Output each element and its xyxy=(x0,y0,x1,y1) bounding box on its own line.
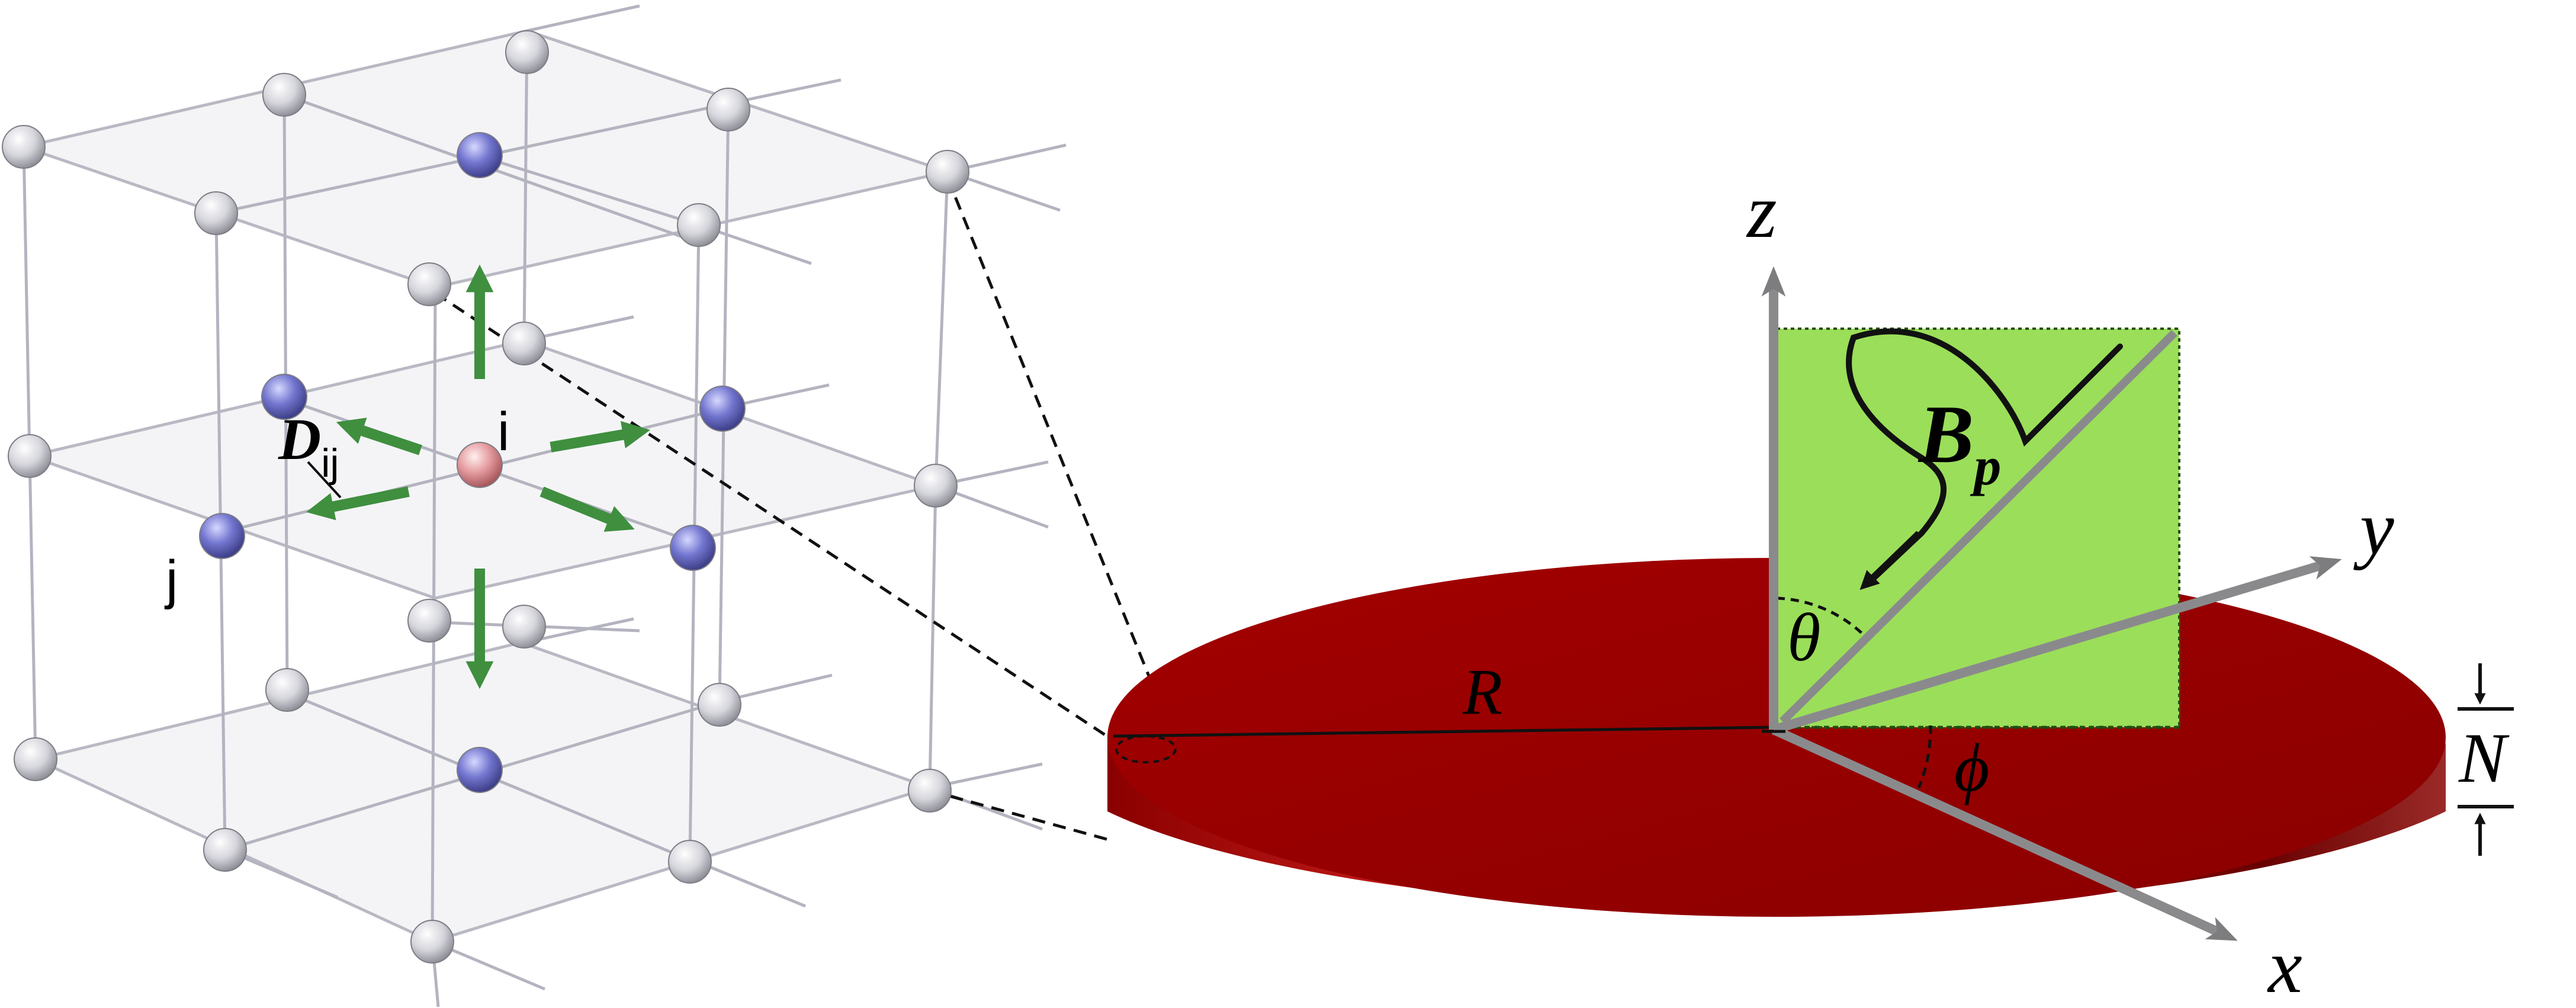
site-blue xyxy=(457,747,503,793)
x-axis xyxy=(1771,725,2238,941)
dmi-vector-label: Dij xyxy=(278,406,339,486)
thickness-indicator xyxy=(2458,663,2514,856)
site-blue xyxy=(670,525,716,571)
field-label: Bp xyxy=(1917,389,2001,496)
site-grey xyxy=(706,88,750,131)
site-grey xyxy=(265,668,309,712)
site-j-label: j xyxy=(164,550,178,610)
spin-arrow-right-up xyxy=(550,420,651,452)
site-grey xyxy=(407,262,451,306)
site-blue xyxy=(199,513,245,559)
spin-arrow-left-down xyxy=(306,486,410,521)
spin-arrow-right-down xyxy=(539,486,635,532)
site-i-label: i xyxy=(497,402,509,462)
site-grey xyxy=(203,828,247,872)
dmi-pointer-line xyxy=(307,461,342,499)
radius-label: R xyxy=(1462,656,1502,728)
site-grey xyxy=(502,322,546,365)
spin-arrow-left-up xyxy=(336,418,422,455)
field-symbol: B xyxy=(1917,389,1974,480)
coordinate-axes xyxy=(1761,266,2342,941)
zoom-line-1 xyxy=(946,177,1180,750)
radius-line xyxy=(1113,725,1774,738)
y-axis xyxy=(1772,556,2342,734)
site-blue xyxy=(457,132,503,178)
field-subscript: p xyxy=(1970,436,2001,496)
site-grey xyxy=(908,769,952,813)
site-grey xyxy=(677,203,721,247)
site-grey xyxy=(2,125,46,169)
z-axis-label: z xyxy=(1746,169,1777,254)
phi-arc xyxy=(1917,725,1932,788)
site-grey xyxy=(698,683,741,727)
site-grey xyxy=(914,464,958,508)
dmi-vector-symbol: D xyxy=(278,406,321,472)
site-grey xyxy=(926,150,969,194)
site-grey xyxy=(502,605,546,649)
zoom-line-3 xyxy=(929,789,1114,843)
site-blue xyxy=(261,374,307,420)
field-pulse-arrow xyxy=(1859,531,1921,590)
disk-inset-marker xyxy=(1115,735,1177,763)
site-grey xyxy=(14,737,57,781)
site-grey xyxy=(262,73,306,117)
site-grey xyxy=(8,434,52,478)
field-direction-line xyxy=(1780,330,2177,724)
zoom-lines xyxy=(434,177,1180,843)
site-grey xyxy=(505,30,549,74)
disk: R Bp θ ϕ z y x N xyxy=(1107,169,2514,1008)
x-axis-label: x xyxy=(2267,924,2302,1008)
phi-label: ϕ xyxy=(1954,730,1990,805)
site-grey xyxy=(407,599,451,643)
theta-label: θ xyxy=(1787,600,1821,675)
zoom-line-2 xyxy=(434,291,1114,742)
theta-arc xyxy=(1776,596,1864,635)
site-grey xyxy=(194,191,238,235)
thickness-label: N xyxy=(2458,718,2510,797)
y-axis-label: y xyxy=(2353,486,2394,571)
dmi-vector-subscript: ij xyxy=(321,441,339,486)
lattice: i j Dij xyxy=(2,4,1180,1007)
site-i-sphere xyxy=(457,442,503,488)
site-grey xyxy=(410,920,454,964)
site-grey xyxy=(668,840,712,884)
lattice-sites xyxy=(2,30,969,964)
field-pulse-waveform xyxy=(1846,328,2123,583)
spin-arrows xyxy=(306,264,651,689)
site-blue xyxy=(699,386,746,432)
